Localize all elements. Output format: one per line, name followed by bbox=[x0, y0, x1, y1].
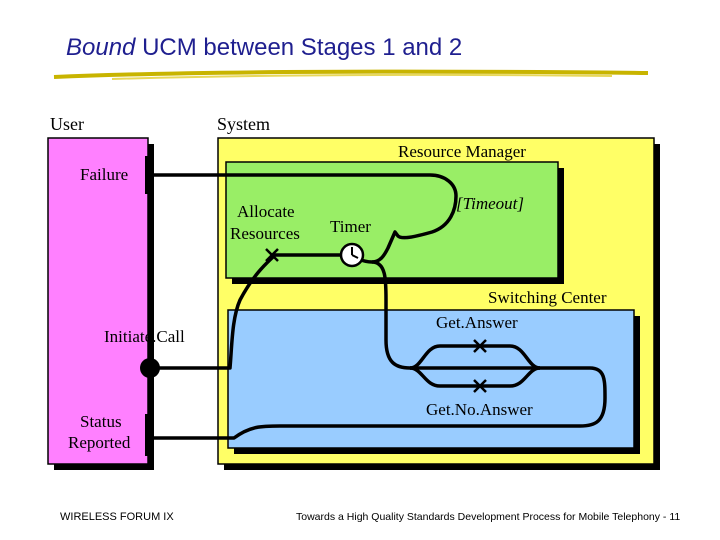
timer-label: Timer bbox=[330, 217, 371, 236]
main-path bbox=[148, 253, 607, 440]
get-answer-label: Get.Answer bbox=[436, 313, 518, 332]
resources-label: Resources bbox=[230, 224, 300, 243]
slide-title: Bound UCM between Stages 1 and 2 bbox=[66, 34, 462, 62]
allocate-resources-responsibility bbox=[265, 248, 279, 262]
initiate-call-start-point bbox=[140, 358, 160, 378]
status-label: Status bbox=[80, 412, 122, 431]
timer-icon bbox=[339, 242, 365, 268]
get-answer-responsibility bbox=[473, 339, 487, 353]
title-text: UCM between Stages 1 and 2 bbox=[135, 34, 463, 61]
user-actor-label: User bbox=[50, 114, 84, 134]
user-box bbox=[47, 137, 149, 465]
get-no-answer-responsibility bbox=[473, 379, 487, 393]
footer-left: WIRELESS FORUM IX bbox=[60, 511, 174, 523]
allocate-label: Allocate bbox=[237, 202, 295, 221]
title-underline-swoosh bbox=[53, 69, 649, 80]
timeout-label: [Timeout] bbox=[456, 194, 525, 213]
initiate-call-label: Initiate.Call bbox=[104, 327, 185, 346]
title-emphasis: Bound bbox=[66, 34, 136, 61]
switching-center-label: Switching Center bbox=[488, 288, 607, 307]
failure-label: Failure bbox=[80, 165, 129, 184]
footer-right: Towards a High Quality Standards Develop… bbox=[296, 511, 681, 523]
status-reported-end-bar bbox=[145, 414, 152, 456]
answer-branch-path bbox=[409, 344, 541, 370]
timeout-path bbox=[152, 173, 458, 264]
system-actor-label: System bbox=[217, 114, 271, 134]
resource-manager-box bbox=[225, 161, 559, 279]
no-answer-branch-path bbox=[409, 366, 541, 388]
get-no-answer-label: Get.No.Answer bbox=[426, 400, 533, 419]
resource-manager-label: Resource Manager bbox=[398, 142, 526, 161]
failure-end-bar bbox=[145, 156, 152, 194]
reported-label: Reported bbox=[68, 433, 131, 452]
